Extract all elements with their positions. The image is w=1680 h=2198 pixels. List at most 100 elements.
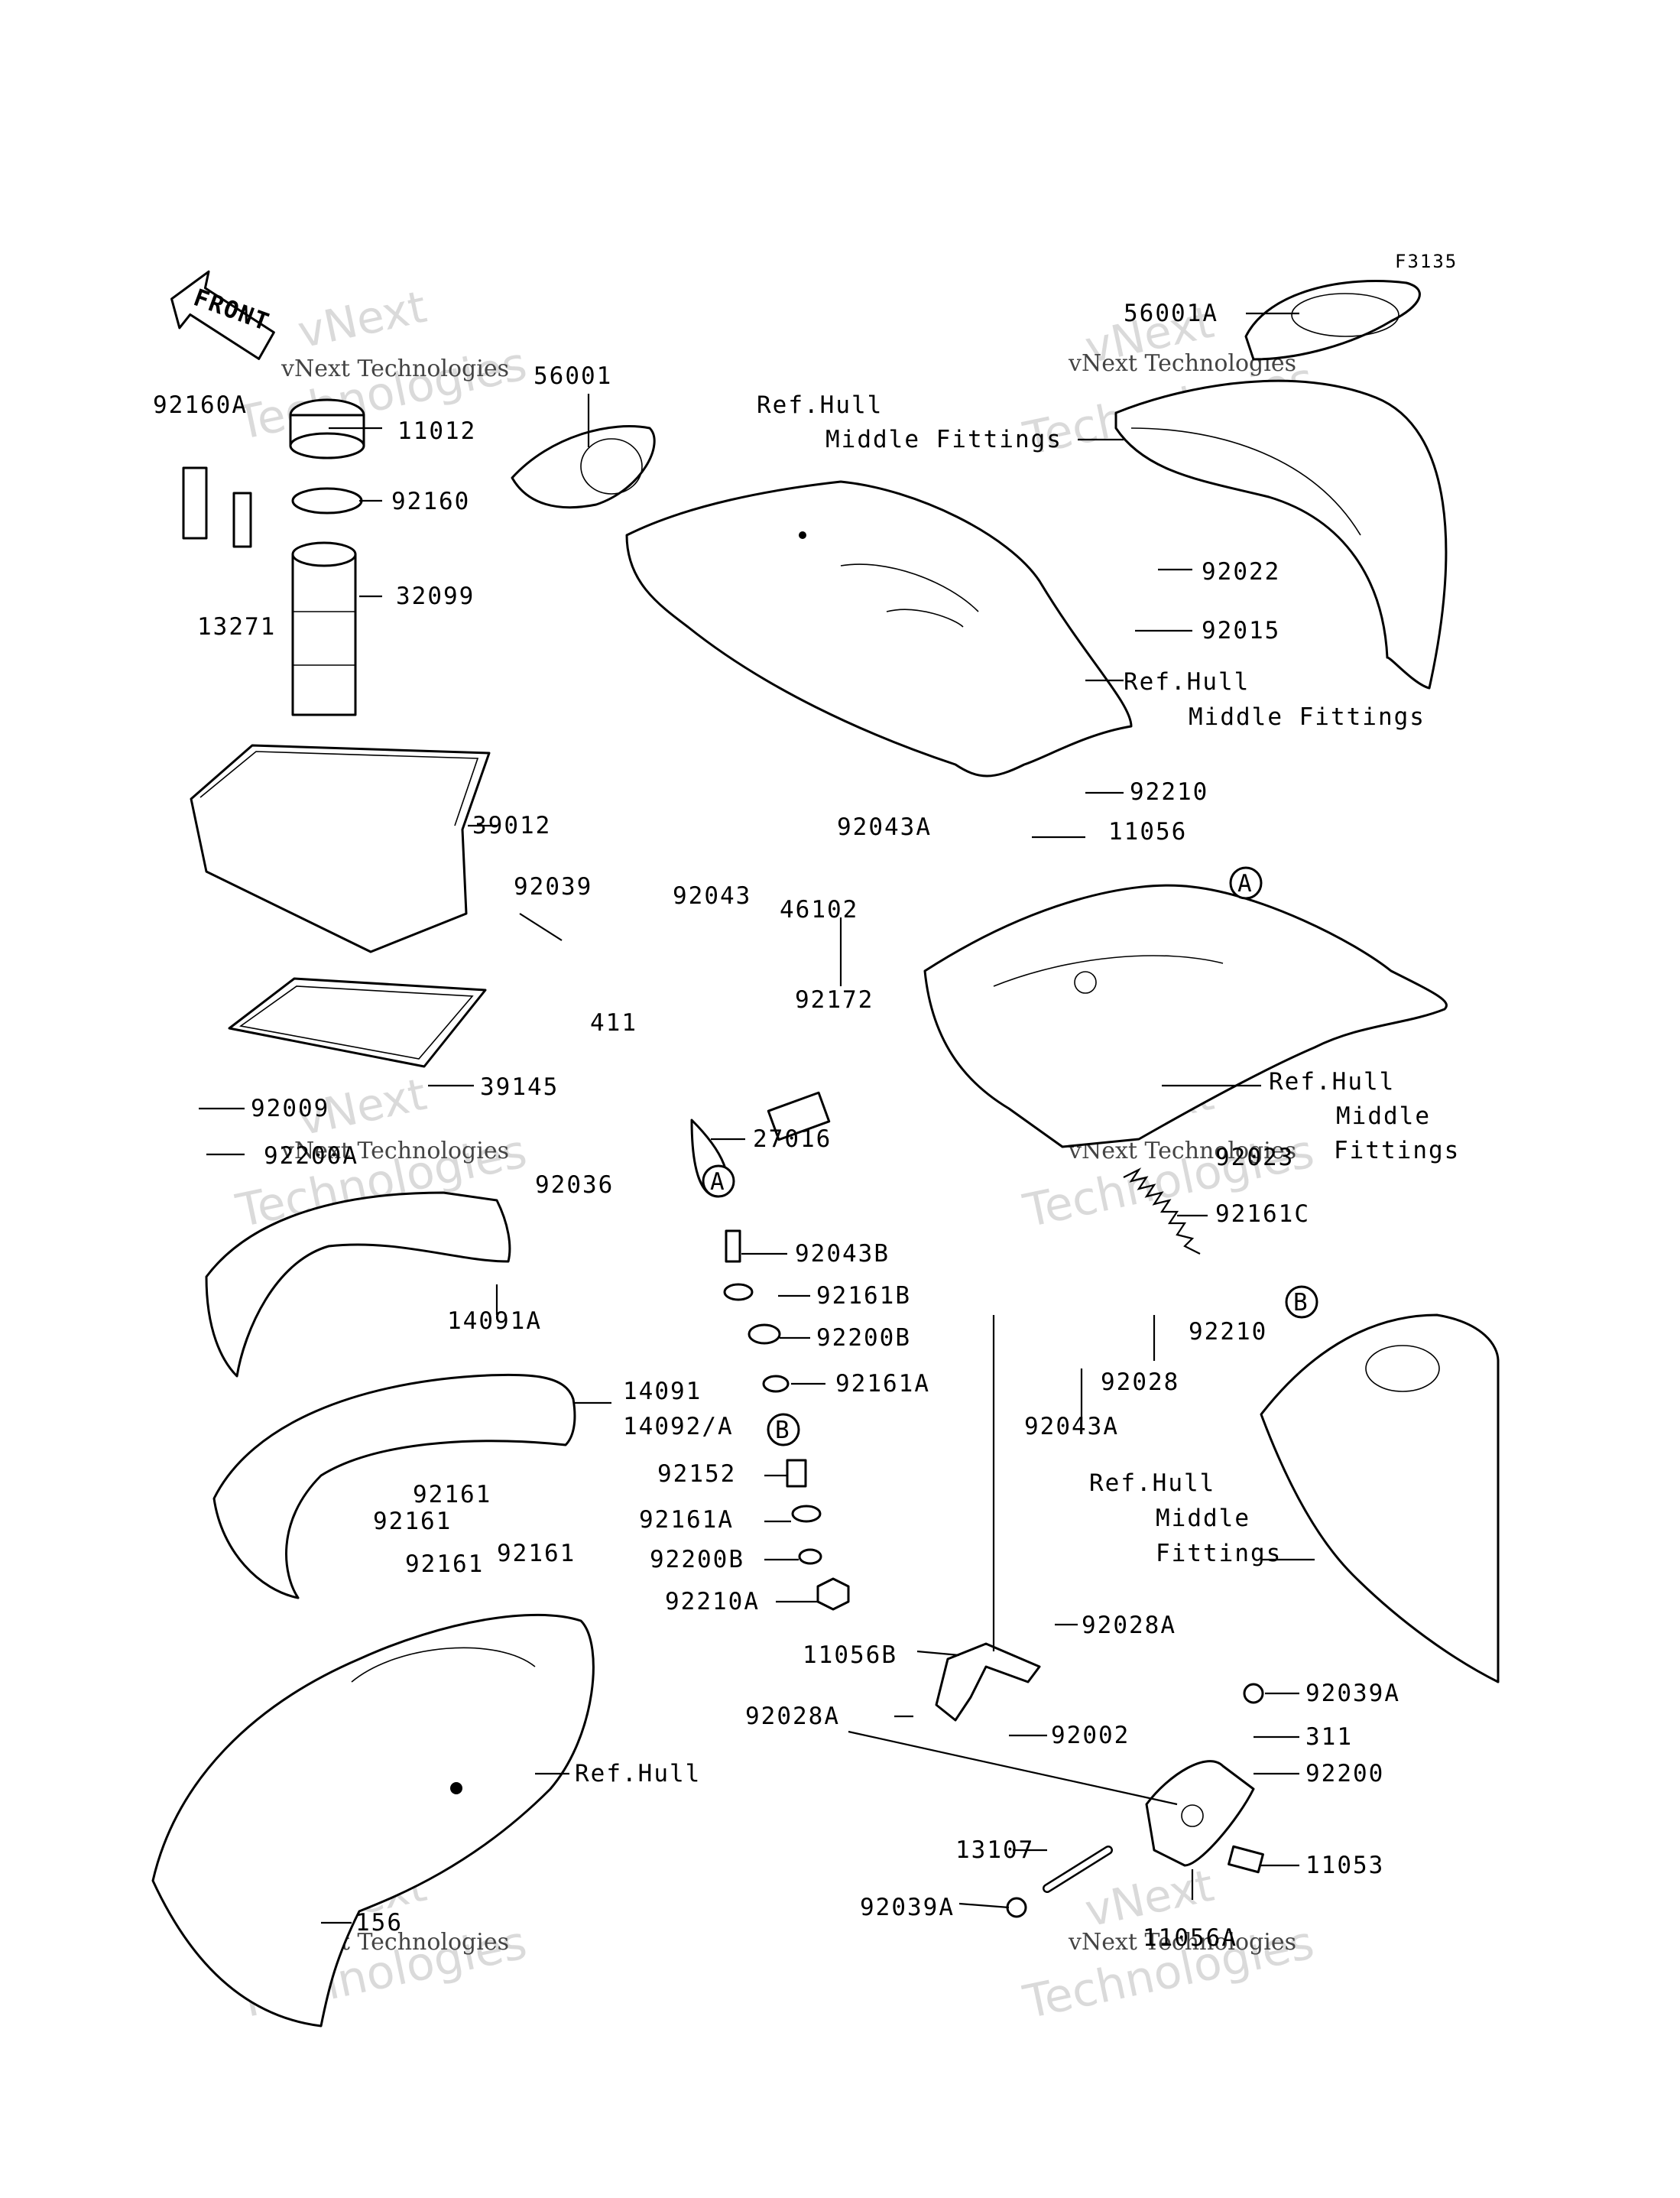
label-92161-b: 92161	[373, 1508, 452, 1535]
label-92200: 92200	[1305, 1760, 1384, 1787]
label-ref-hull-bottom: Ref.Hull	[575, 1760, 701, 1787]
watermark-company: vNext Technologies	[1068, 1929, 1296, 1956]
label-92200B-1: 92200B	[816, 1324, 911, 1352]
label-39012: 39012	[472, 812, 551, 839]
label-92161-c: 92161	[405, 1550, 484, 1578]
clip-part	[1228, 1845, 1264, 1874]
label-ref-hull-4a: Ref.Hull	[1089, 1469, 1215, 1497]
label-92022: 92022	[1202, 558, 1280, 586]
label-92023: 92023	[1215, 1144, 1294, 1171]
label-92043: 92043	[673, 882, 751, 910]
label-92200A: 92200A	[264, 1142, 358, 1170]
label-ref-hull-3b: Middle	[1336, 1102, 1431, 1130]
callout-b-mid: B	[767, 1413, 800, 1446]
label-92210-mid: 92210	[1189, 1318, 1267, 1346]
mirror-right-part	[1244, 280, 1421, 361]
label-13271: 13271	[197, 613, 276, 641]
label-92161A-1: 92161A	[835, 1370, 930, 1398]
svg-text:B: B	[775, 1417, 791, 1444]
spring-part	[1123, 1167, 1201, 1255]
label-14092A: 14092/A	[623, 1413, 734, 1440]
label-14091A: 14091A	[447, 1307, 542, 1335]
fuel-cap-part	[289, 398, 365, 459]
mirror-left-part	[511, 425, 656, 509]
gasket-part	[291, 487, 363, 515]
label-92160A: 92160A	[153, 391, 248, 419]
label-92200B-2: 92200B	[650, 1546, 744, 1573]
label-32099: 32099	[396, 583, 475, 610]
label-27016: 27016	[753, 1125, 832, 1153]
label-11053: 11053	[1305, 1852, 1384, 1879]
label-ref-hull-4c: Fittings	[1156, 1540, 1282, 1567]
strip-part	[182, 466, 208, 540]
label-ref-hull-3c: Fittings	[1334, 1137, 1460, 1164]
label-ref-hull-1a: Ref.Hull	[757, 391, 883, 419]
label-92028: 92028	[1101, 1368, 1179, 1396]
label-92160: 92160	[391, 488, 470, 515]
label-13107: 13107	[955, 1836, 1034, 1864]
bottom-hull-part	[151, 1613, 595, 2028]
label-56001: 56001	[534, 362, 612, 390]
hardware-stack-part	[690, 1091, 850, 1611]
label-92015: 92015	[1202, 617, 1280, 644]
latch-bracket-part	[935, 1642, 1041, 1722]
bracket-part	[232, 492, 252, 548]
label-411: 411	[590, 1009, 637, 1037]
label-ref-hull-1b: Middle Fittings	[825, 426, 1062, 453]
label-ref-hull-2b: Middle Fittings	[1189, 703, 1425, 731]
label-92152: 92152	[657, 1460, 736, 1488]
label-ref-hull-2a: Ref.Hull	[1124, 668, 1250, 696]
label-156: 156	[355, 1909, 403, 1937]
label-92028A-2: 92028A	[745, 1703, 840, 1730]
label-92036: 92036	[535, 1171, 614, 1199]
middle-fitting-a-part	[923, 884, 1448, 1148]
label-92172: 92172	[795, 986, 874, 1014]
label-92043A-mid: 92043A	[1024, 1413, 1119, 1440]
label-14091: 14091	[623, 1378, 702, 1405]
label-92039A-1: 92039A	[1305, 1680, 1400, 1707]
label-92210-top: 92210	[1130, 778, 1208, 806]
callout-b-right: B	[1285, 1285, 1318, 1319]
tube-part	[291, 541, 357, 716]
svg-text:A: A	[1237, 870, 1254, 898]
label-ref-hull-3a: Ref.Hull	[1269, 1068, 1395, 1096]
label-92161C: 92161C	[1215, 1200, 1310, 1228]
watermark-big-1: vNext	[294, 281, 431, 359]
watermark-big-2: Technologies	[232, 337, 532, 451]
svg-text:A: A	[710, 1168, 726, 1196]
label-39145: 39145	[480, 1073, 559, 1101]
label-11056A: 11056A	[1143, 1924, 1237, 1952]
right-side-cover-part	[1114, 379, 1448, 690]
leader-lines	[199, 312, 1315, 1924]
label-92002: 92002	[1051, 1722, 1130, 1749]
label-92043B: 92043B	[795, 1240, 890, 1268]
bolt-92039A-upper-part	[1243, 1683, 1264, 1704]
center-hull-fitting-part	[625, 480, 1133, 778]
left-cover-lower-part	[212, 1373, 576, 1599]
front-arrow-icon: FRONT	[170, 270, 275, 360]
bolt-92039-part	[519, 913, 563, 941]
callout-a-top: A	[1229, 866, 1263, 900]
label-11012: 11012	[397, 417, 476, 445]
part-labels: 56001A 56001 Ref.Hull Middle Fittings 92…	[153, 300, 1460, 1952]
latch-lever-part	[1145, 1760, 1255, 1867]
callout-a-mid: A	[702, 1164, 735, 1198]
storage-bin-part	[190, 744, 491, 953]
seal-part	[228, 977, 487, 1068]
label-92161A-2: 92161A	[639, 1506, 734, 1534]
watermark-company: vNext Technologies	[281, 1138, 509, 1164]
watermark-top-left: vNext Technologies vNext Technologies	[232, 281, 532, 451]
middle-fitting-b-part	[1260, 1313, 1500, 1683]
left-cover-upper-part	[205, 1191, 511, 1378]
label-92210A: 92210A	[665, 1588, 760, 1615]
label-11056B: 11056B	[803, 1641, 897, 1669]
label-92039A-2: 92039A	[860, 1894, 955, 1921]
bolt-92039A-lower-part	[1006, 1897, 1027, 1918]
figure-code: F3135	[1395, 251, 1458, 272]
label-92043A-top: 92043A	[837, 813, 932, 841]
label-92028A-1: 92028A	[1082, 1612, 1176, 1639]
label-92161B: 92161B	[816, 1282, 911, 1310]
label-46102: 46102	[780, 896, 858, 924]
label-92161-a: 92161	[413, 1481, 491, 1508]
